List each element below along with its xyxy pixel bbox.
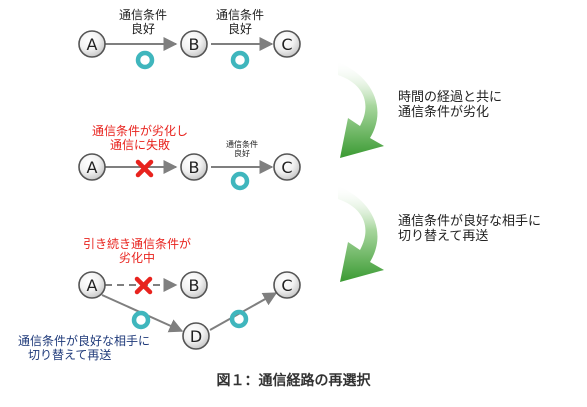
- failure-note: 通信条件が劣化し 通信に失敗: [70, 124, 210, 152]
- circle-ok-icon: [135, 50, 155, 70]
- degradation-note-line-2: 劣化中: [118, 251, 155, 266]
- x-mark-icon: [134, 276, 153, 295]
- circle-ok-icon: [229, 309, 249, 329]
- transition-text-line-2: 切り替えて再送: [398, 229, 489, 245]
- node-a: A: [78, 30, 106, 58]
- node-b: B: [180, 30, 208, 58]
- link-label-line-2: 良好: [130, 22, 155, 37]
- link-label-line-1: 通信条件: [215, 8, 264, 22]
- node-b: B: [180, 271, 208, 299]
- node-circle: [273, 271, 301, 299]
- transition-text-line-2: 通信条件が劣化: [398, 105, 490, 121]
- node-circle: [273, 30, 301, 58]
- transition-text-line-1: 通信条件が良好な相手に: [398, 214, 542, 229]
- node-circle: [78, 30, 106, 58]
- circle-ok-icon: [131, 310, 151, 330]
- node-label: B: [189, 158, 200, 177]
- node-circle: [180, 271, 208, 299]
- node-c: C: [273, 30, 301, 58]
- degradation-note: 引き続き通信条件が 劣化中: [62, 237, 212, 265]
- link-label: 通信条件 良好: [212, 140, 272, 159]
- degradation-note-line-1: 引き続き通信条件が: [82, 237, 191, 251]
- node-label: B: [189, 276, 200, 295]
- circle-ok-icon: [230, 171, 250, 191]
- node-d: D: [182, 322, 210, 350]
- link-label-line-1: 通信条件: [118, 8, 167, 22]
- node-label: D: [190, 327, 202, 346]
- node-label: C: [281, 158, 292, 177]
- node-label: B: [189, 35, 200, 54]
- node-label: A: [87, 276, 98, 295]
- link-label-line-2: 良好: [227, 22, 252, 37]
- node-circle: [182, 322, 210, 350]
- node-circle: [273, 153, 301, 181]
- node-circle: [180, 30, 208, 58]
- node-label: A: [87, 158, 98, 177]
- reroute-note-line-2: 切り替えて再送: [28, 348, 112, 363]
- node-c: C: [273, 153, 301, 181]
- node-c: C: [273, 271, 301, 299]
- x-mark-icon: [135, 159, 154, 178]
- node-a: A: [78, 153, 106, 181]
- node-circle: [78, 271, 106, 299]
- node-b: B: [180, 153, 208, 181]
- node-label: C: [281, 35, 292, 54]
- node-circle: [78, 153, 106, 181]
- link-label: 通信条件 良好: [205, 8, 275, 36]
- node-label: A: [87, 35, 98, 54]
- circle-ok-icon: [230, 50, 250, 70]
- reroute-note-line-1: 通信条件が良好な相手に: [18, 334, 151, 348]
- transition-arrow-2: [338, 186, 384, 282]
- node-circle: [180, 153, 208, 181]
- link-label-line-1: 通信条件: [226, 140, 258, 149]
- transition-arrow-1: [338, 62, 384, 158]
- figure-caption: 図１：通信経路の再選択: [216, 373, 371, 389]
- transition-text: 通信条件が良好な相手に 切り替えて再送: [398, 214, 541, 245]
- transition-text-line-1: 時間の経過と共に: [398, 90, 503, 105]
- transition-text: 時間の経過と共に 通信条件が劣化: [398, 90, 502, 121]
- failure-note-line-2: 通信に失敗: [109, 138, 170, 153]
- link-label-line-2: 良好: [234, 149, 250, 159]
- failure-note-line-1: 通信条件が劣化し: [91, 124, 188, 138]
- node-label: C: [281, 276, 292, 295]
- reroute-note: 通信条件が良好な相手に 切り替えて再送: [18, 334, 188, 362]
- link-label: 通信条件 良好: [108, 8, 178, 36]
- node-a: A: [78, 271, 106, 299]
